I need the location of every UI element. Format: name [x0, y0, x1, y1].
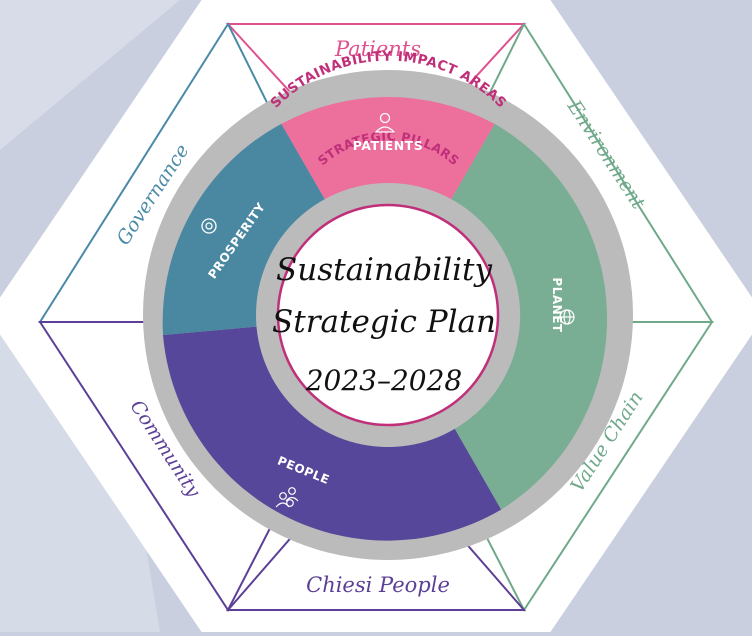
center-title-line2: Strategic Plan — [272, 304, 496, 340]
outer-label-patients: Patients — [334, 37, 421, 61]
globe-icon — [559, 309, 575, 325]
outer-label-chiesi-people: Chiesi People — [306, 573, 450, 597]
center-years: 2023–2028 — [305, 364, 463, 397]
segment-prosperity[interactable] — [162, 123, 326, 336]
background-band — [0, 0, 180, 150]
person-icon — [374, 112, 396, 133]
segment-people[interactable] — [163, 326, 502, 541]
coin-icon — [201, 218, 217, 234]
segment-patients[interactable] — [281, 96, 495, 201]
segment-label-planet: PLANET — [550, 277, 564, 332]
segment-planet[interactable] — [450, 123, 608, 510]
group-icon — [275, 487, 299, 508]
segment-label-patients: PATIENTS — [353, 138, 423, 153]
center-title-line1: Sustainability — [276, 252, 492, 288]
center-circle — [276, 203, 500, 427]
